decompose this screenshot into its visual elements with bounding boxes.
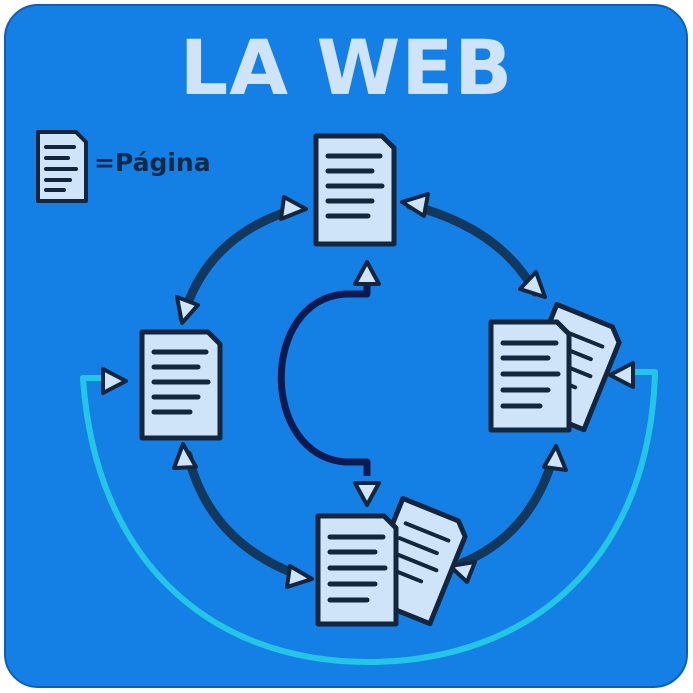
page-stack-right [488,301,622,433]
arrowhead-icon [101,367,128,395]
page-title: LA WEB [179,23,514,112]
arrowhead-icon [172,442,198,470]
link-top-bottom [277,283,371,476]
arrowhead-icon [608,361,635,389]
page-top [313,133,397,247]
arrowhead-icon [279,195,308,221]
arrowhead-icon [448,560,477,584]
arrowhead-icon [542,444,568,472]
link-top-left [178,207,291,323]
page-left [139,329,223,441]
arrowhead-icon [353,481,381,507]
link-left-bottom [183,450,309,582]
arrowhead-icon [285,564,314,589]
arrowhead-icon [400,192,430,218]
arrowhead-icon [175,295,200,325]
link-top-right [405,200,540,297]
arrowhead-icon [518,270,547,299]
legend-label: =Página [94,148,211,177]
link-left-right [80,369,658,665]
arrowhead-icon [353,260,381,286]
legend-page-icon [36,130,88,203]
page-stack-bottom [315,495,468,627]
link-right-bottom [457,453,558,568]
